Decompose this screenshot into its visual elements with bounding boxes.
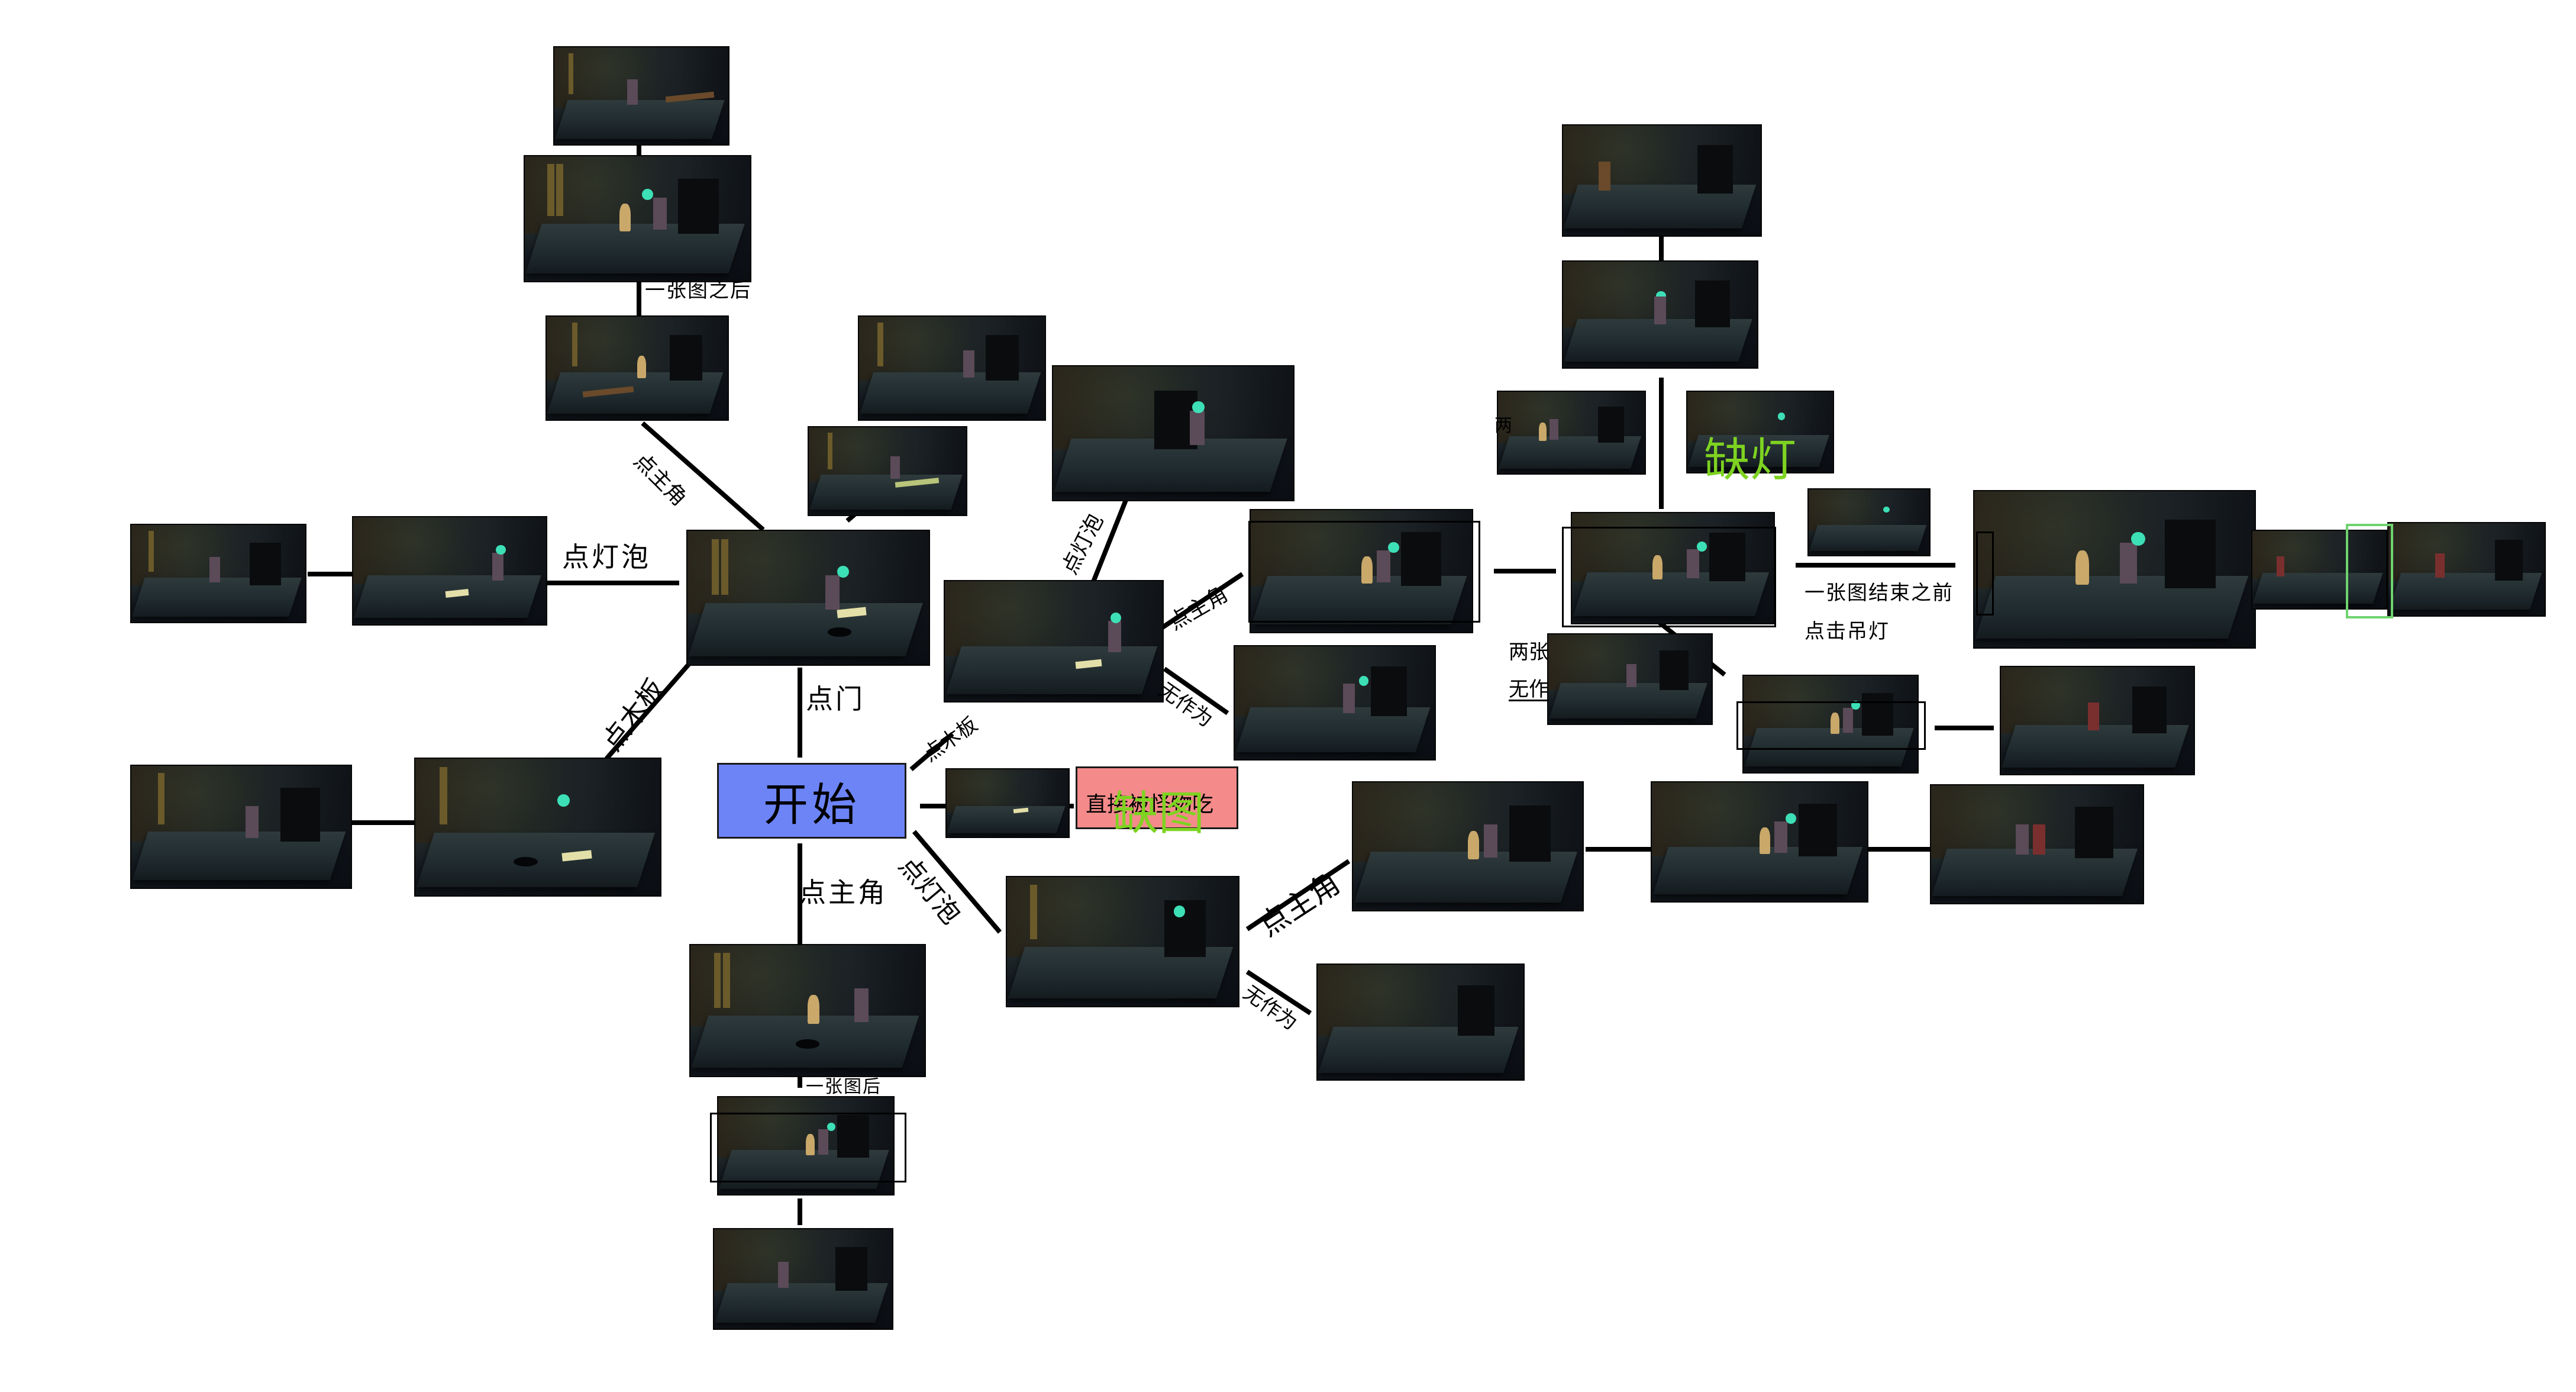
scene-thumbnail bbox=[1497, 391, 1646, 475]
scene-thumbnail bbox=[944, 580, 1164, 703]
outcome-box bbox=[1076, 766, 1238, 829]
scene-thumbnail bbox=[689, 944, 926, 1077]
connector bbox=[912, 830, 1002, 934]
outcome-text: 直接被怪物吃 bbox=[1086, 792, 1214, 817]
scene-thumbnail bbox=[1316, 964, 1525, 1081]
group-bracket bbox=[1736, 701, 1926, 750]
scene-thumbnail bbox=[130, 765, 352, 889]
scene-thumbnail bbox=[1742, 675, 1919, 774]
edge-label: 点门 bbox=[806, 683, 865, 715]
scene-thumbnail bbox=[1006, 876, 1239, 1007]
scene-thumbnail bbox=[1807, 488, 1931, 556]
scene-thumbnail bbox=[1973, 490, 2256, 649]
scene-thumbnail bbox=[1547, 633, 1713, 725]
connector bbox=[641, 421, 765, 531]
scene-thumbnail bbox=[1250, 509, 1473, 633]
connector bbox=[1245, 969, 1312, 1016]
scene-thumbnail bbox=[1930, 784, 2144, 904]
connector bbox=[909, 732, 954, 772]
scene-thumbnail bbox=[352, 516, 547, 626]
scene-thumbnail bbox=[858, 315, 1046, 421]
scene-thumbnail bbox=[1562, 260, 1758, 369]
edge-label: 无作 bbox=[1509, 678, 1549, 701]
scene-thumbnail bbox=[545, 315, 729, 421]
scene-thumbnail bbox=[1571, 512, 1775, 624]
connector bbox=[1245, 859, 1351, 932]
start-node: 开始 bbox=[717, 763, 906, 839]
missing-light-label: 缺灯 bbox=[1704, 434, 1797, 487]
group-bracket bbox=[710, 1113, 906, 1182]
scene-thumbnail bbox=[1651, 781, 1868, 903]
scene-thumbnail bbox=[945, 768, 1070, 838]
scene-thumbnail bbox=[524, 155, 751, 282]
scene-thumbnail bbox=[553, 46, 729, 146]
group-bracket bbox=[1248, 521, 1480, 623]
edge-label: 两 bbox=[1494, 415, 1512, 436]
edge-label: 点击吊灯 bbox=[1805, 620, 1890, 643]
scene-thumbnail bbox=[2387, 522, 2546, 617]
scene-thumbnail bbox=[808, 426, 967, 516]
scene-thumbnail bbox=[1052, 365, 1295, 501]
group-bracket bbox=[1562, 527, 1776, 627]
edge-label: 点主角 bbox=[799, 877, 887, 908]
scene-thumbnail bbox=[2000, 666, 2195, 775]
scene-thumbnail bbox=[130, 524, 306, 623]
scene-thumbnail bbox=[1686, 391, 1834, 473]
scene-thumbnail bbox=[686, 530, 930, 666]
edge-label: 一张图之后 bbox=[645, 279, 751, 302]
edge-label: 点灯泡 bbox=[562, 541, 651, 573]
connector bbox=[1163, 666, 1229, 716]
scene-thumbnail bbox=[1234, 645, 1436, 761]
scene-thumbnail bbox=[2251, 530, 2387, 610]
scene-thumbnail bbox=[713, 1228, 893, 1330]
edge-label: 一张图后 bbox=[806, 1077, 882, 1097]
scene-thumbnail bbox=[414, 758, 661, 897]
green-bracket bbox=[2346, 524, 2393, 618]
scene-thumbnail bbox=[1352, 781, 1584, 911]
scene-thumbnail bbox=[1562, 124, 1762, 237]
connector bbox=[1159, 572, 1244, 631]
connector bbox=[604, 660, 693, 761]
edge-label: 两张 bbox=[1509, 640, 1549, 664]
group-bracket bbox=[1976, 531, 1994, 616]
missing-image-label: 缺图 bbox=[1112, 787, 1205, 840]
edge-label: 一张图结束之前 bbox=[1805, 581, 1954, 605]
